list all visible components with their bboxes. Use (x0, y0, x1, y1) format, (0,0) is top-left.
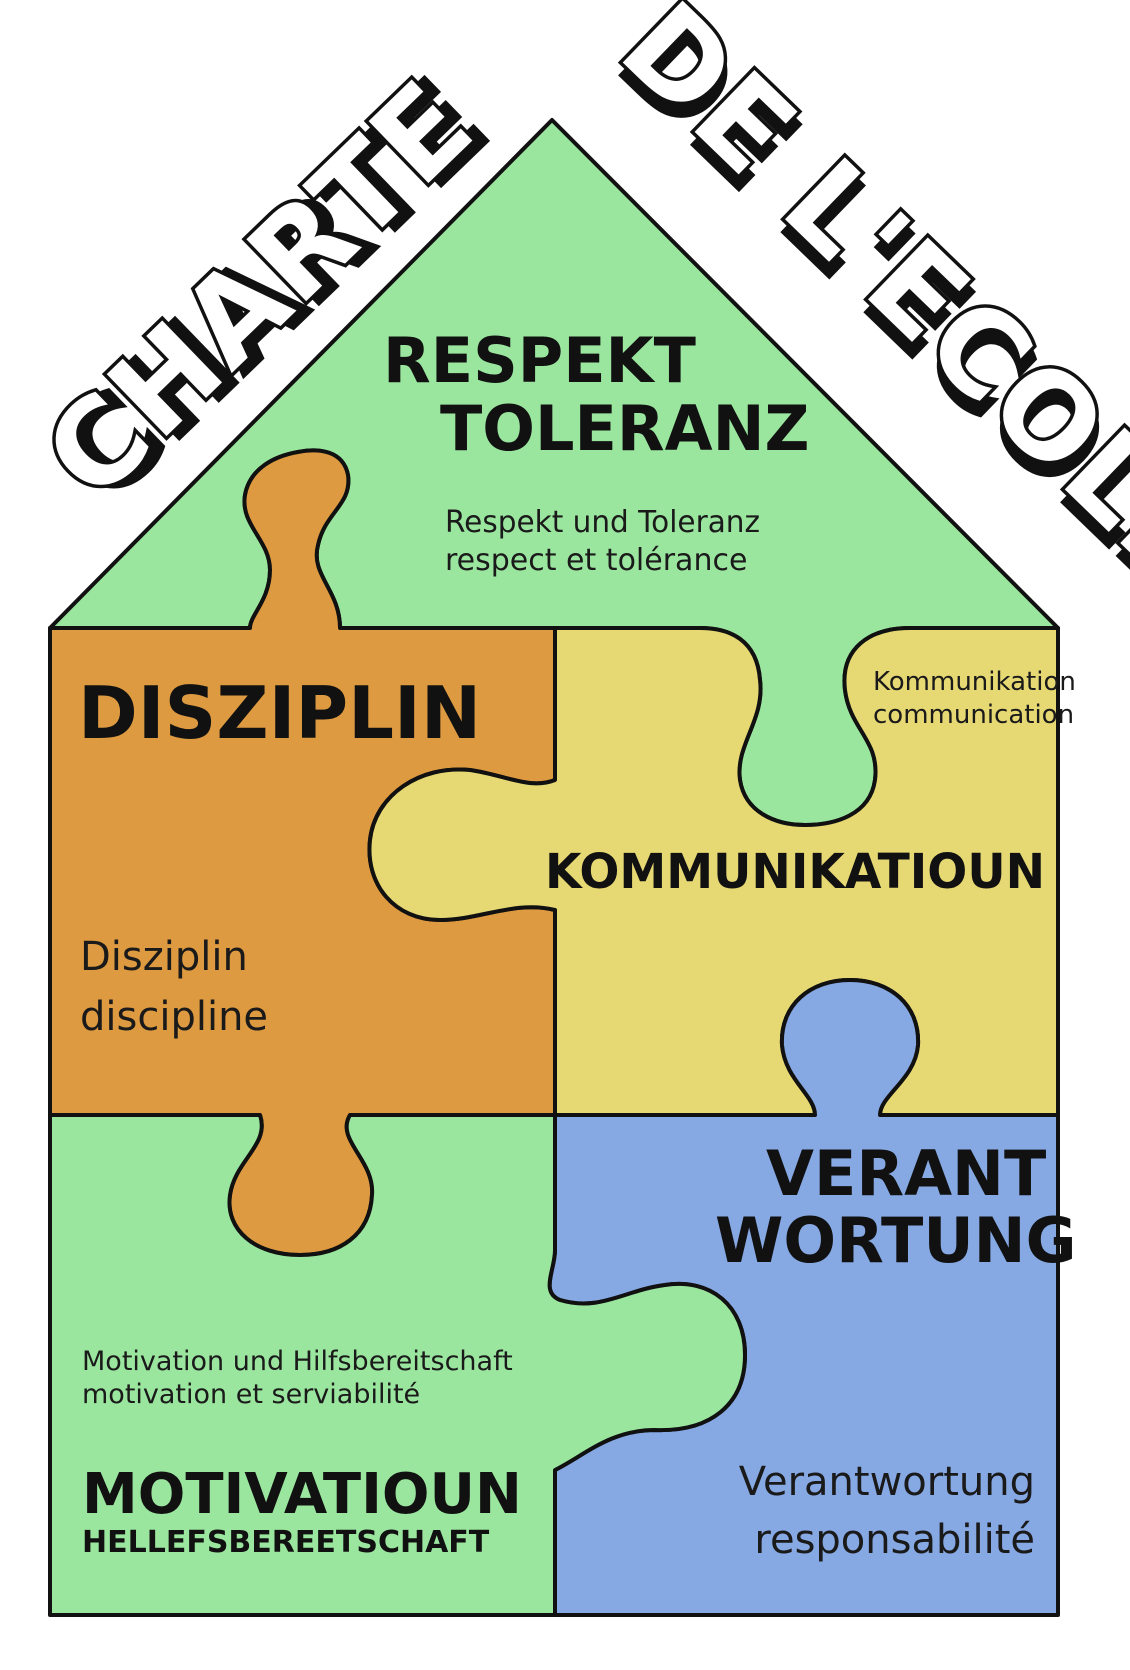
disziplin-sub-1: Disziplin (80, 934, 248, 980)
verantwortung-heading-1: VERANT (766, 1137, 1046, 1210)
motivatioun-sub-2: motivation et serviabilité (82, 1379, 420, 1410)
verantwortung-sub-2: responsabilité (754, 1517, 1035, 1563)
verantwortung-text: VERANT WORTUNG Verantwortung responsabil… (715, 1137, 1076, 1563)
kommunikatioun-heading-1: KOMMUNIKATIOUN (545, 844, 1045, 900)
verantwortung-sub-1: Verantwortung (739, 1459, 1035, 1505)
disziplin-sub-2: discipline (80, 994, 268, 1040)
kommunikatioun-sub-1: Kommunikation (873, 667, 1076, 697)
motivatioun-text: Motivation und Hilfsbereitschaft motivat… (82, 1346, 522, 1560)
motivatioun-heading-2: HELLEFSBEREETSCHAFT (82, 1525, 490, 1560)
respekt-sub-2: respect et tolérance (445, 543, 747, 578)
kommunikatioun-sub-2: communication (873, 700, 1074, 730)
verantwortung-heading-2: WORTUNG (715, 1204, 1076, 1277)
respekt-sub-1: Respekt und Toleranz (445, 505, 760, 540)
respekt-heading-1: RESPEKT (383, 324, 696, 397)
disziplin-text: DISZIPLIN Disziplin discipline (78, 671, 481, 1040)
respekt-heading-2: TOLERANZ (440, 392, 809, 465)
motivatioun-heading-1: MOTIVATIOUN (82, 1462, 522, 1527)
motivatioun-sub-1: Motivation und Hilfsbereitschaft (82, 1346, 513, 1377)
disziplin-heading-1: DISZIPLIN (78, 671, 481, 755)
kommunikatioun-text: KOMMUNIKATIOUN Kommunikation communicati… (545, 667, 1076, 900)
piece-motivatioun (48, 1113, 747, 1617)
respekt-text: RESPEKT TOLERANZ Respekt und Toleranz re… (383, 324, 809, 578)
